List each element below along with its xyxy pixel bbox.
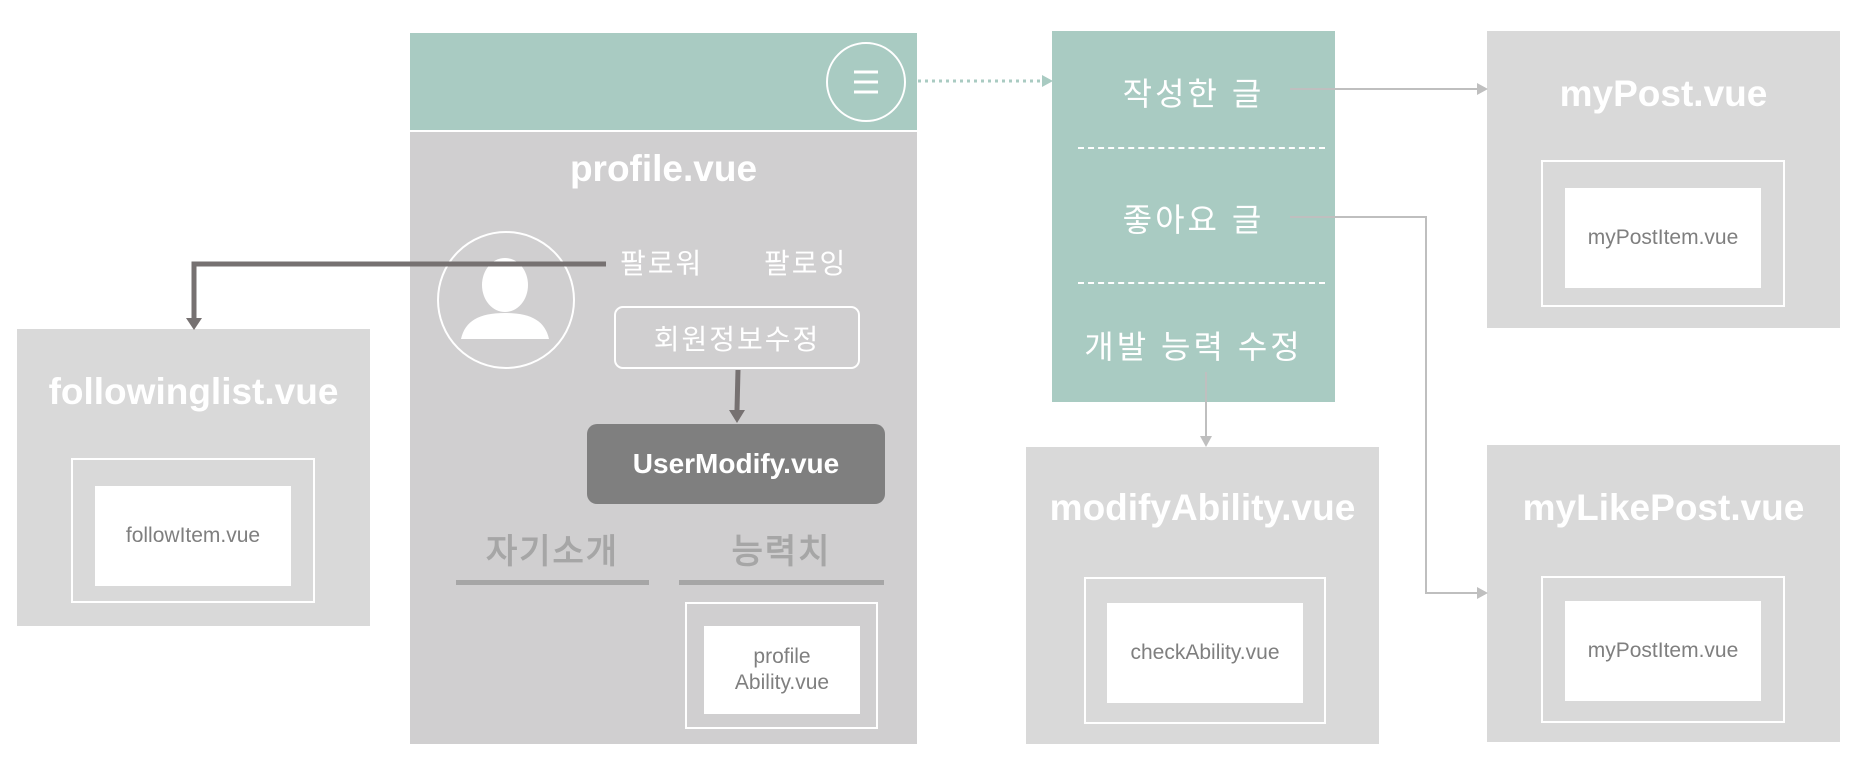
menu-divider [1078, 282, 1325, 284]
tab-intro[interactable]: 자기소개 [485, 533, 620, 571]
menu-button[interactable] [826, 42, 906, 122]
modifyability-box: modifyAbility.vue checkAbility.vue [1026, 447, 1379, 744]
checkability-frame [1084, 577, 1326, 724]
followitem-box: followItem.vue [95, 486, 291, 586]
follower-link[interactable]: 팔로워 [620, 248, 704, 279]
side-menu-panel: 작성한 글 좋아요 글 개발 능력 수정 [1052, 31, 1335, 402]
profile-ability-frame [685, 602, 878, 729]
menu-divider [1078, 147, 1325, 149]
followinglist-box: followinglist.vue followItem.vue [17, 329, 370, 626]
checkability-box: checkAbility.vue [1107, 603, 1303, 703]
mylikepost-title: myLikePost.vue [1522, 487, 1805, 528]
mylikepostitem-box: myPostItem.vue [1565, 601, 1761, 701]
edit-member-button[interactable]: 회원정보수정 [614, 306, 860, 369]
profile-title: profile.vue [569, 148, 758, 189]
tab-intro-underline [456, 580, 649, 585]
person-silhouette-icon [461, 258, 549, 339]
tab-ability-underline [679, 580, 884, 585]
mylikepost-box: myLikePost.vue myPostItem.vue [1487, 445, 1840, 742]
profile-ability-box: profile Ability.vue [704, 626, 860, 714]
mypost-box: myPost.vue myPostItem.vue [1487, 31, 1840, 328]
arrowhead [1200, 436, 1212, 447]
menu-item-posts[interactable]: 작성한 글 [1122, 76, 1265, 112]
profile-ability-line2: Ability.vue [734, 671, 830, 694]
followitem-frame [71, 458, 315, 603]
mypost-title: myPost.vue [1559, 73, 1768, 114]
profile-ability-line1: profile [753, 644, 811, 668]
menu-item-likes[interactable]: 좋아요 글 [1122, 202, 1265, 238]
hamburger-icon [854, 70, 878, 94]
mypostitem-frame [1541, 160, 1785, 307]
following-link[interactable]: 팔로잉 [764, 248, 848, 279]
mypostitem-box: myPostItem.vue [1565, 188, 1761, 288]
menu-item-ability[interactable]: 개발 능력 수정 [1084, 329, 1303, 365]
tab-ability[interactable]: 능력치 [731, 533, 832, 571]
mylikepostitem-frame [1541, 576, 1785, 723]
modifyability-title: modifyAbility.vue [1049, 487, 1356, 528]
avatar[interactable] [437, 231, 575, 369]
user-modify-box[interactable]: UserModify.vue [587, 424, 885, 504]
followinglist-title: followinglist.vue [48, 371, 339, 412]
